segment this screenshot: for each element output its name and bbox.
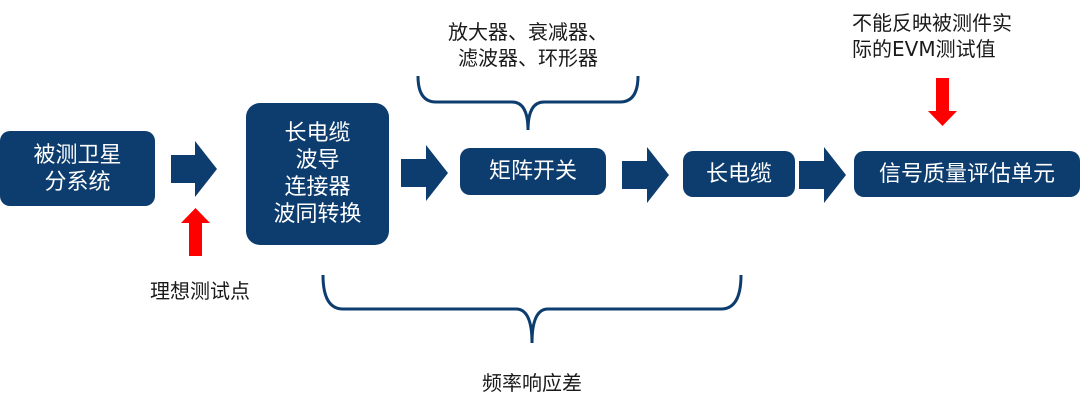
components-label-line2: 滤波器、环形器 xyxy=(458,46,598,70)
long-cable-box: 长电缆 xyxy=(683,151,795,197)
flow-arrow-4 xyxy=(799,147,846,203)
freq-response-label: 频率响应差 xyxy=(482,371,582,395)
cable-group-line1: 长电缆 xyxy=(284,121,351,146)
cable-group-box: 长电缆 波导 连接器 波同转换 xyxy=(246,103,389,245)
ideal-point-red-arrow xyxy=(181,208,210,256)
satellite-label-line2: 分系统 xyxy=(44,169,111,195)
components-brace xyxy=(416,75,640,131)
not-reflect-line1: 不能反映被测件实 xyxy=(852,11,1012,35)
freq-response-brace xyxy=(321,274,743,344)
evaluation-unit-box: 信号质量评估单元 xyxy=(854,151,1080,197)
cable-group-line3: 连接器 xyxy=(284,175,351,200)
components-label: 放大器、衰减器、 滤波器、环形器 xyxy=(428,19,628,71)
long-cable-label: 长电缆 xyxy=(705,161,772,187)
flow-arrow-2 xyxy=(401,145,448,201)
not-reflect-label: 不能反映被测件实 际的EVM测试值 xyxy=(852,10,1030,62)
cable-group-line2: 波导 xyxy=(295,148,340,173)
flow-arrow-3 xyxy=(622,147,669,203)
flow-arrow-1 xyxy=(171,141,217,197)
cable-group-line4: 波同转换 xyxy=(273,202,362,227)
ideal-point-label: 理想测试点 xyxy=(150,279,250,303)
not-reflect-line2: 际的EVM测试值 xyxy=(852,37,996,61)
evaluation-unit-label: 信号质量评估单元 xyxy=(878,161,1055,187)
matrix-switch-box: 矩阵开关 xyxy=(460,148,606,195)
matrix-switch-label: 矩阵开关 xyxy=(488,159,577,184)
components-label-line1: 放大器、衰减器、 xyxy=(448,20,608,44)
not-reflect-red-arrow xyxy=(928,78,957,126)
satellite-subsystem-box: 被测卫星 分系统 xyxy=(0,131,155,206)
satellite-label-line1: 被测卫星 xyxy=(33,142,122,168)
